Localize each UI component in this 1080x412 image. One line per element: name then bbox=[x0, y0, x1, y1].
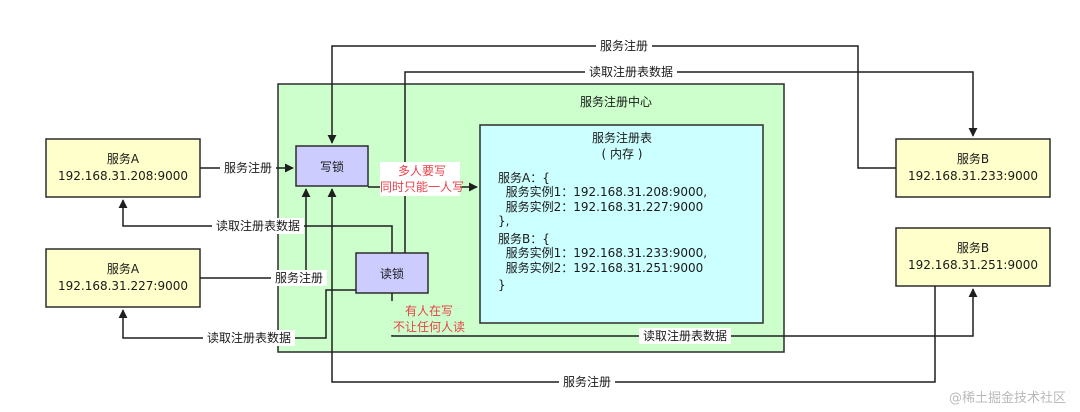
service-b1-box bbox=[895, 138, 1051, 198]
edge-label-register-bottom: 服务注册 bbox=[563, 374, 611, 389]
edge-register-b2 bbox=[327, 188, 936, 383]
service-b1-name: 服务B bbox=[957, 151, 989, 166]
edge-register-b1 bbox=[327, 45, 896, 169]
edge-label-read-a1: 读取注册表数据 bbox=[216, 218, 300, 233]
read-lock-label: 读锁 bbox=[380, 266, 404, 281]
write-lock-label: 写锁 bbox=[320, 159, 344, 174]
read-lock-box bbox=[355, 252, 429, 294]
registry-table-box bbox=[479, 124, 764, 324]
registry-table-title: 服务注册表 bbox=[592, 130, 652, 145]
service-a2-name: 服务A bbox=[107, 261, 140, 276]
read-note-line1: 有人在写 bbox=[405, 304, 453, 318]
edge-label-read-a2: 读取注册表数据 bbox=[207, 330, 291, 345]
service-a2-address: 192.168.31.227:9000 bbox=[58, 279, 188, 293]
service-a1-address: 192.168.31.208:9000 bbox=[58, 169, 188, 183]
watermark: @稀土掘金技术社区 bbox=[949, 390, 1066, 406]
service-a1-box bbox=[45, 138, 201, 198]
edge-label-register-a2: 服务注册 bbox=[275, 270, 323, 285]
registry-table-entries: 服务A：{ 服务实例1：192.168.31.208:9000, 服务实例2：1… bbox=[498, 170, 707, 292]
registry-table-line: 服务B：{ bbox=[498, 231, 550, 246]
read-note-line2: 不让任何人读 bbox=[393, 320, 465, 334]
write-note-line1: 多人要写 bbox=[398, 164, 446, 178]
write-note-line2: 同时只能一人写 bbox=[380, 180, 464, 194]
edge-label-register-top: 服务注册 bbox=[600, 38, 648, 53]
edge-read-a2 bbox=[118, 289, 356, 339]
service-b1-address: 192.168.31.233:9000 bbox=[908, 169, 1038, 183]
service-b2-box bbox=[895, 227, 1051, 287]
registry-center-title: 服务注册中心 bbox=[580, 94, 652, 109]
registry-table-line: 服务实例1：192.168.31.208:9000, bbox=[498, 184, 707, 199]
registry-table-line: } bbox=[498, 278, 506, 292]
service-b2-address: 192.168.31.251:9000 bbox=[908, 258, 1038, 272]
edge-label-register-a1: 服务注册 bbox=[224, 160, 272, 175]
edge-label-read-top: 读取注册表数据 bbox=[589, 64, 673, 79]
service-a1-name: 服务A bbox=[107, 151, 140, 166]
service-a2-box bbox=[45, 248, 201, 308]
registry-table-line: 服务实例1：192.168.31.233:9000, bbox=[498, 245, 707, 260]
registry-table-line: 服务实例2：192.168.31.227:9000 bbox=[498, 199, 703, 214]
service-b2-name: 服务B bbox=[957, 240, 989, 255]
edge-label-read-b2: 读取注册表数据 bbox=[643, 328, 727, 343]
registry-table-line: 服务A：{ bbox=[498, 170, 550, 185]
registry-table-line: }, bbox=[498, 214, 509, 228]
registry-table-subtitle: ( 内存 ) bbox=[602, 147, 643, 161]
write-lock-box bbox=[295, 145, 369, 187]
registry-table-line: 服务实例2：192.168.31.251:9000 bbox=[498, 260, 703, 275]
